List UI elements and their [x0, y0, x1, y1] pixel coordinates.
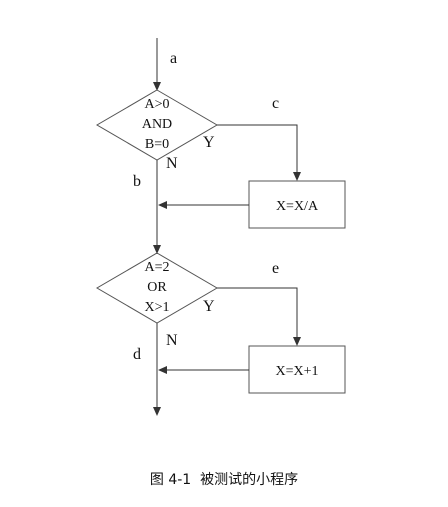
- process-2-return-arrowhead: [158, 366, 167, 374]
- edge-label-e: e: [272, 260, 279, 277]
- process-2-text: X=X+1: [275, 364, 318, 379]
- decision-2-line-2: OR: [147, 280, 167, 295]
- decision-1-line-2: AND: [142, 117, 172, 132]
- process-1-box: [248, 180, 346, 229]
- process-1-text: X=X/A: [276, 199, 319, 214]
- edge-label-c: c: [272, 95, 279, 112]
- process-2-box: [248, 345, 346, 394]
- exit-arrowhead: [153, 407, 161, 416]
- edge-c-arrowhead: [293, 172, 301, 181]
- decision-1-line-3: B=0: [145, 137, 169, 152]
- decision-1-yes-label: Y: [203, 134, 215, 151]
- decision-1-line-1: A>0: [144, 97, 169, 112]
- decision-2-no-label: N: [166, 332, 178, 349]
- decision-2-yes-label: Y: [203, 298, 215, 315]
- decision-2-line-3: X>1: [144, 300, 169, 315]
- edge-label-b: b: [133, 173, 141, 190]
- edge-e: [217, 287, 298, 340]
- edge-label-a: a: [170, 50, 177, 67]
- edge-e-arrowhead: [293, 337, 301, 346]
- edge-b-arrowhead: [153, 245, 161, 254]
- process-1-return-arrowhead: [158, 201, 167, 209]
- figure-caption: 图 4-1 被测试的小程序: [150, 472, 298, 488]
- decision-2-line-1: A=2: [144, 260, 169, 275]
- edge-c: [217, 124, 298, 175]
- entry-arrowhead: [153, 82, 161, 91]
- decision-1-no-label: N: [166, 155, 178, 172]
- edge-label-d: d: [133, 346, 141, 363]
